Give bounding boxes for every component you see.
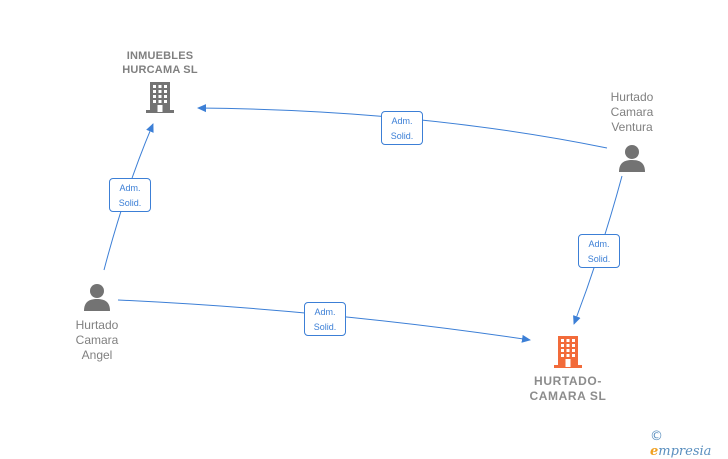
person-node-angel[interactable]: Hurtado Camara Angel — [57, 282, 137, 363]
edge-label-line2: Solid. — [587, 254, 611, 264]
edge-label-line2: Solid. — [390, 131, 414, 141]
edge-label-angel-inmuebles[interactable]: Adm. Solid. — [109, 178, 151, 212]
building-icon — [554, 336, 582, 368]
brand-name: mpresia — [658, 444, 712, 459]
edge-label-ventura-hurtado-sl[interactable]: Adm. Solid. — [578, 234, 620, 268]
edge-label-line1: Adm. — [588, 239, 610, 249]
person-icon — [84, 284, 110, 311]
person-name-line3: Angel — [81, 348, 113, 362]
edge-label-line2: Solid. — [313, 322, 337, 332]
person-name: Hurtado Camara Angel — [57, 318, 137, 363]
company-name: HURTADO- CAMARA SL — [518, 374, 618, 404]
company-node-hurtado-camara-sl[interactable]: HURTADO- CAMARA SL — [518, 334, 618, 404]
company-node-inmuebles[interactable]: INMUEBLES HURCAMA SL — [110, 49, 210, 114]
person-name-line3: Ventura — [611, 120, 653, 134]
person-name-line2: Camara — [610, 105, 654, 119]
edge-label-angel-hurtado-sl[interactable]: Adm. Solid. — [304, 302, 346, 336]
person-name-line1: Hurtado — [75, 318, 119, 332]
person-name-line1: Hurtado — [610, 90, 654, 104]
person-icon — [619, 145, 645, 172]
company-name: INMUEBLES HURCAMA SL — [110, 49, 210, 77]
edge-label-line2: Solid. — [118, 198, 142, 208]
company-name-line1: HURTADO- — [534, 374, 602, 388]
person-name: Hurtado Camara Ventura — [592, 90, 672, 135]
person-node-ventura[interactable]: Hurtado Camara Ventura — [592, 90, 672, 173]
copyright-symbol: © — [650, 429, 663, 444]
edge-label-ventura-inmuebles[interactable]: Adm. Solid. — [381, 111, 423, 145]
edge-label-line1: Adm. — [314, 307, 336, 317]
building-icon — [146, 82, 174, 113]
company-name-line2: CAMARA SL — [529, 389, 607, 403]
company-name-line2: HURCAMA SL — [122, 64, 198, 76]
edge-label-line1: Adm. — [391, 116, 413, 126]
empresia-watermark: © empresia — [650, 429, 728, 459]
person-name-line2: Camara — [75, 333, 119, 347]
company-name-line1: INMUEBLES — [126, 50, 194, 62]
edge-label-line1: Adm. — [119, 183, 141, 193]
